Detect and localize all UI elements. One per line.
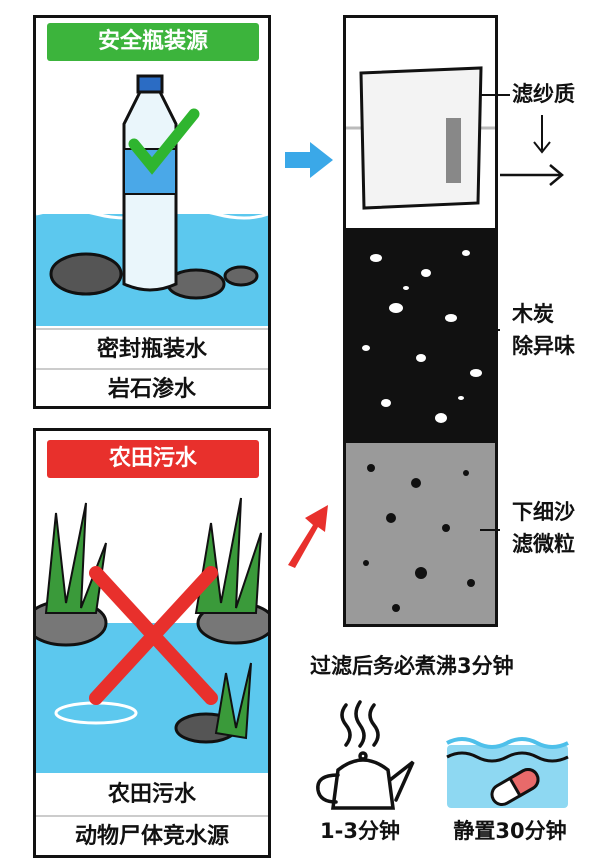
polluted-water-illustration bbox=[36, 497, 268, 773]
label-pointer-lines bbox=[480, 94, 564, 531]
charcoal-layer bbox=[346, 228, 495, 443]
settle-duration-caption: 静置30分钟 bbox=[453, 819, 567, 843]
purification-tablet-icon bbox=[446, 737, 569, 808]
cloth-layer-label: 滤纱质 bbox=[512, 82, 575, 106]
safe-source-title: 安全瓶装源 bbox=[47, 23, 259, 61]
blue-arrow-icon bbox=[285, 142, 333, 178]
unsafe-item: 农田污水 bbox=[107, 782, 196, 807]
safe-item: 密封瓶装水 bbox=[36, 328, 268, 370]
filter-cloth-layer bbox=[346, 66, 495, 624]
red-arrow-icon bbox=[288, 505, 328, 568]
unsafe-source-panel: 农田污水 农田污水 动物尸体竞水源 bbox=[33, 428, 271, 858]
filter-column bbox=[343, 15, 498, 627]
safe-item: 岩石渗水 bbox=[36, 368, 268, 410]
cross-icon bbox=[89, 566, 218, 705]
rock bbox=[223, 265, 259, 287]
unsafe-source-title: 农田污水 bbox=[47, 440, 259, 478]
boil-duration-caption: 1-3分钟 bbox=[320, 819, 400, 843]
grass-icon bbox=[44, 497, 262, 740]
bottle-in-water-illustration bbox=[36, 74, 268, 326]
kettle-icon bbox=[316, 700, 415, 810]
unsafe-item: 动物尸体竞水源 bbox=[36, 815, 268, 857]
rock bbox=[49, 252, 123, 296]
checkmark-icon bbox=[128, 108, 200, 175]
water-bottle-icon bbox=[122, 74, 178, 292]
charcoal-layer-label: 木炭 除异味 bbox=[512, 302, 575, 358]
boil-note: 过滤后务必煮沸3分钟 bbox=[310, 654, 514, 678]
safe-source-panel: 安全瓶装源 密封瓶装水 岩石渗水 bbox=[33, 15, 271, 409]
sand-layer bbox=[346, 443, 495, 624]
sand-layer-label: 下细沙 滤微粒 bbox=[512, 500, 575, 556]
